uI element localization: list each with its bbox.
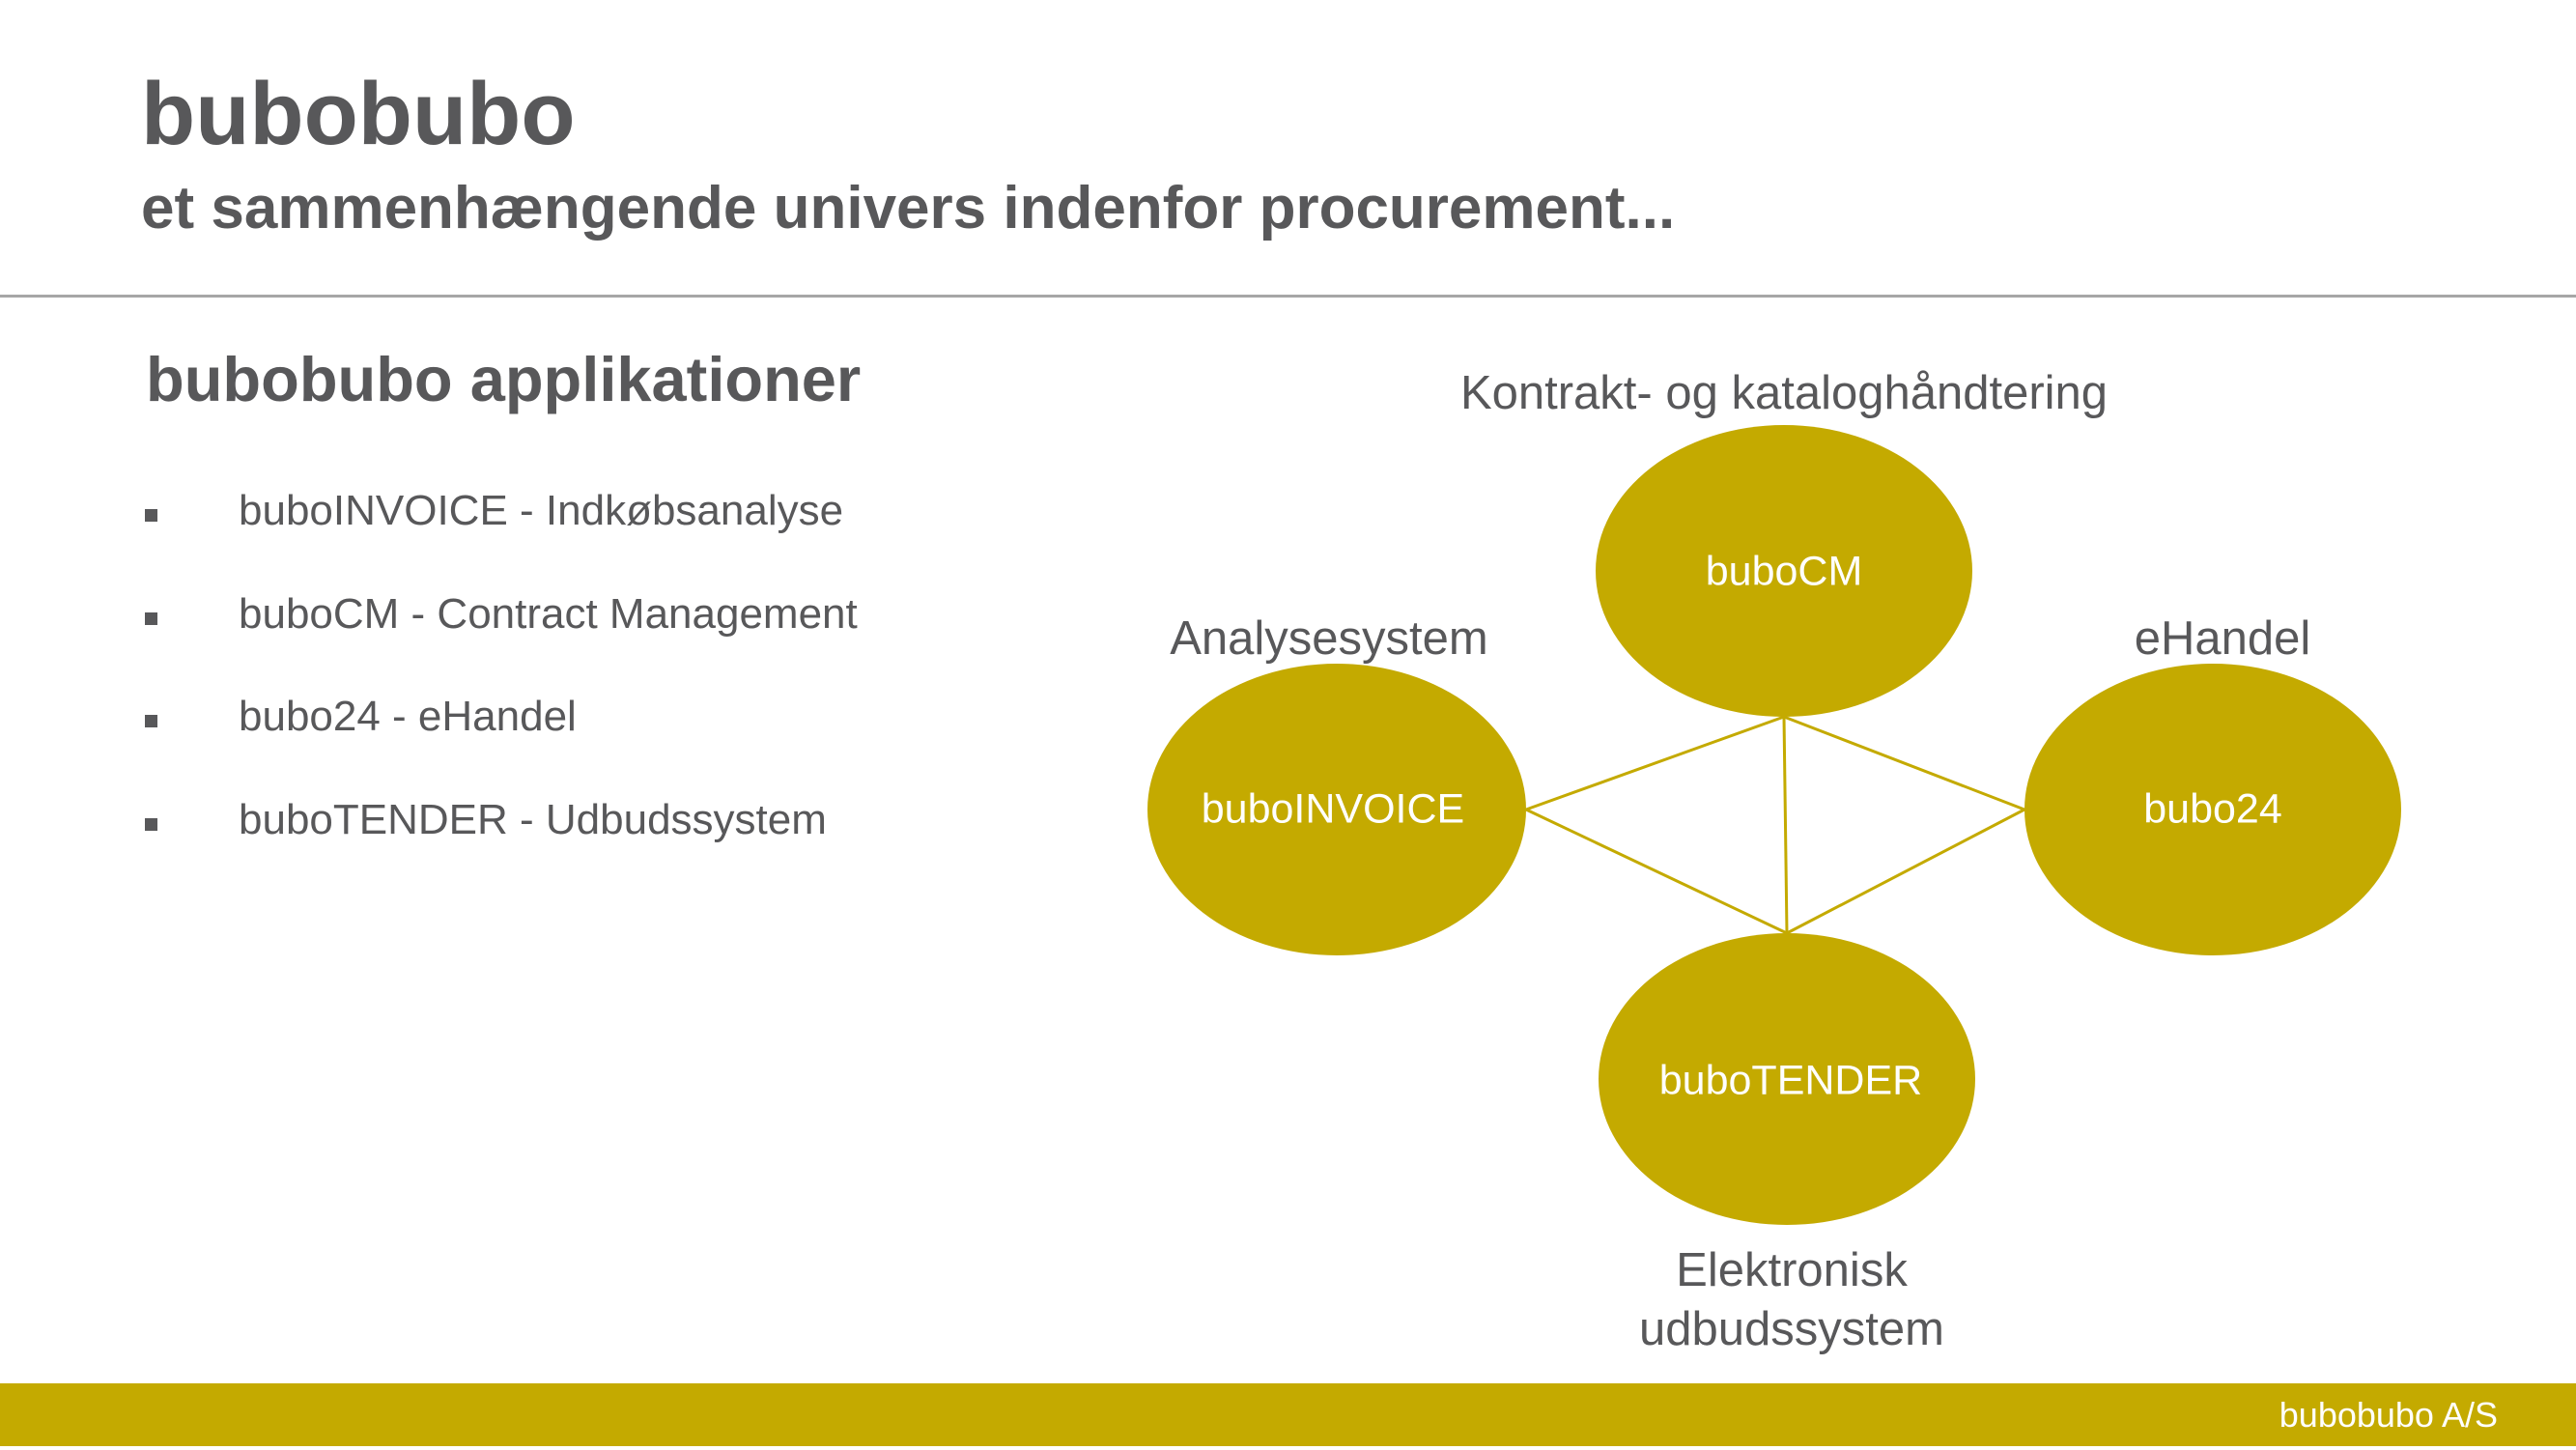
bullet-square-icon: [145, 715, 157, 727]
node-invoice-label: buboINVOICE: [1202, 785, 1464, 832]
page-title: bubobubo: [141, 65, 576, 163]
footer-company: bubobubo A/S: [2279, 1395, 2498, 1435]
caption-bubo24: eHandel: [2135, 612, 2311, 665]
list-item-text: bubo24 - eHandel: [239, 693, 577, 740]
node-tender: buboTENDER: [1599, 933, 1975, 1225]
edge-invoice-cm: [1525, 715, 1785, 811]
edge-cm-bubo24: [1783, 715, 2025, 811]
footer-bar: bubobubo A/S: [0, 1383, 2576, 1446]
node-tender-label: buboTENDER: [1659, 1057, 1922, 1103]
list-item-text: buboTENDER - Udbudssystem: [239, 796, 827, 843]
list-item-text: buboINVOICE - Indkøbsanalyse: [239, 487, 844, 534]
list-item: buboINVOICE - Indkøbsanalyse: [0, 490, 966, 548]
bullet-square-icon: [145, 509, 157, 522]
node-cm-label: buboCM: [1706, 548, 1863, 594]
section-heading: bubobubo applikationer: [146, 344, 862, 414]
caption-tender-line1: Elektronisk: [1676, 1244, 1908, 1296]
bullet-square-icon: [145, 818, 157, 831]
node-tender-shape: [1599, 933, 1975, 1225]
edge-cm-tender: [1782, 716, 1789, 934]
node-cm-shape: [1596, 425, 1972, 717]
diagram-edges: [1525, 715, 2025, 935]
list-item: buboCM - Contract Management: [0, 593, 966, 651]
caption-cm: Kontrakt- og kataloghåndtering: [1460, 367, 2108, 419]
node-invoice-shape: [1147, 664, 1526, 955]
node-cm: buboCM: [1596, 425, 1972, 717]
caption-invoice: Analysesystem: [1170, 612, 1488, 665]
caption-tender-line2: udbudssystem: [1639, 1303, 1944, 1355]
list-item: buboTENDER - Udbudssystem: [0, 799, 966, 857]
edge-bubo24-tender: [1786, 808, 2025, 935]
header-divider: [0, 295, 2576, 298]
bullet-square-icon: [145, 612, 157, 625]
list-item: bubo24 - eHandel: [0, 696, 966, 753]
edge-tender-invoice: [1525, 808, 1788, 935]
node-bubo24-shape: [2024, 664, 2401, 955]
node-bubo24-label: bubo24: [2143, 785, 2282, 832]
application-diagram: buboCM buboINVOICE bubo24 buboTENDER Kon…: [1147, 367, 2401, 1355]
node-invoice: buboINVOICE: [1147, 664, 1526, 955]
node-bubo24: bubo24: [2024, 664, 2401, 955]
page-subtitle: et sammenhængende univers indenfor procu…: [141, 175, 1676, 242]
list-item-text: buboCM - Contract Management: [239, 590, 858, 638]
